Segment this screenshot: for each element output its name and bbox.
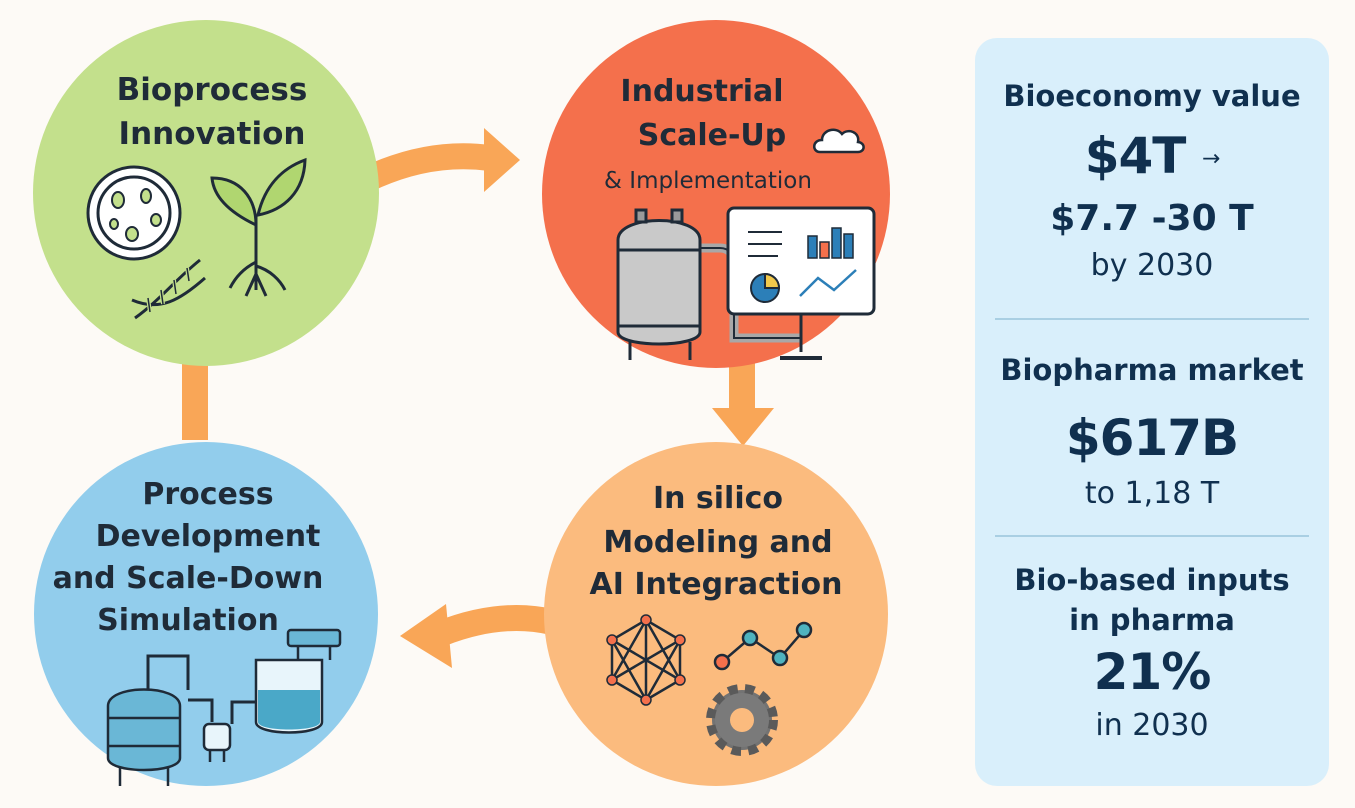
stat-bioeconomy-value: Bioeconomy value $4T → $7.7 -30 T by 203… xyxy=(975,76,1329,286)
line-chart-icon xyxy=(713,621,813,671)
arrowhead-left xyxy=(400,604,452,668)
arrow-innovation-to-scaleup xyxy=(364,143,492,190)
stat-biopharma-label: Biopharma market xyxy=(1000,353,1304,387)
arrow-heads xyxy=(400,128,774,668)
panel-divider xyxy=(995,318,1309,320)
stat-biobased-inputs: Bio-based inputs in pharma 21% in 2030 xyxy=(975,560,1329,746)
stat-bioeconomy-label: Bioeconomy value xyxy=(1003,79,1301,113)
arrowhead-right xyxy=(484,128,520,192)
step-title-development-line2: Development xyxy=(96,519,321,554)
step-title-scaleup-line3: & Implementation xyxy=(604,168,812,194)
step-circle-industrial-scaleup xyxy=(542,20,890,368)
arrow-modeling-to-development xyxy=(435,605,555,647)
step-title-bioprocess-line2: Innovation xyxy=(119,116,306,152)
gear-icon xyxy=(706,684,778,756)
stat-biopharma-market: Biopharma market $617B to 1,18 T xyxy=(975,350,1329,514)
stat-bioeconomy-current: $4T xyxy=(1084,127,1187,185)
step-title-scaleup-line1: Industrial xyxy=(620,74,783,109)
scale-down-equipment-icon xyxy=(106,628,342,786)
step-title-development-line3: and Scale-Down xyxy=(53,561,324,596)
arrowhead-down xyxy=(712,408,774,446)
step-title-bioprocess-line1: Bioprocess xyxy=(117,72,308,108)
dna-icon xyxy=(131,258,206,320)
step-circle-insilico-modeling xyxy=(544,442,888,786)
network-icon xyxy=(606,614,686,706)
dashboard-monitor-icon xyxy=(726,206,876,360)
step-title-modeling-line1: In silico xyxy=(653,481,783,516)
stat-biopharma-number: $617B xyxy=(1065,409,1239,467)
step-circle-bioprocess-innovation xyxy=(33,20,379,366)
stat-biobased-label-line2: in pharma xyxy=(1069,603,1235,637)
stat-biobased-label-line1: Bio-based inputs xyxy=(1014,563,1290,597)
stat-biopharma-sub: to 1,18 T xyxy=(1084,476,1220,511)
stat-bioeconomy-sub: by 2030 xyxy=(1090,247,1214,283)
step-title-modeling-line3: AI Integraction xyxy=(590,567,843,602)
step-title-scaleup-line2: Scale-Up xyxy=(638,118,787,153)
stat-bioeconomy-number: $4T → xyxy=(975,126,1329,190)
stat-bioeconomy-range: $7.7 -30 T xyxy=(1050,197,1254,239)
stat-biobased-sub: in 2030 xyxy=(1095,708,1209,743)
panel-divider xyxy=(995,535,1309,537)
stat-bioeconomy-arrow: → xyxy=(1201,146,1220,172)
petri-dish-icon xyxy=(86,165,182,261)
cloud-icon xyxy=(813,128,865,154)
stat-biobased-number: 21% xyxy=(1093,643,1212,701)
market-stats-panel: Bioeconomy value $4T → $7.7 -30 T by 203… xyxy=(975,38,1329,786)
step-title-development-line4: Simulation xyxy=(97,603,279,638)
plant-icon xyxy=(210,157,307,297)
step-title-modeling-line2: Modeling and xyxy=(603,525,832,560)
step-title-development-line1: Process xyxy=(142,477,273,512)
